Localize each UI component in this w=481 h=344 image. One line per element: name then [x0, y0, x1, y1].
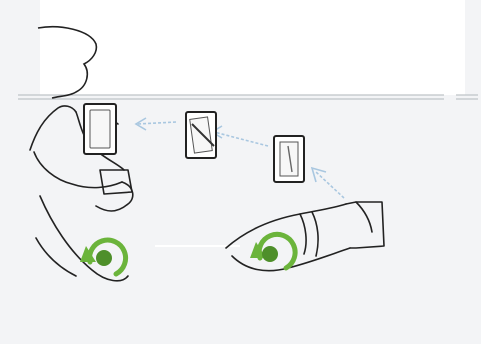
left-hand-icon: [30, 106, 133, 281]
background-figure-outline: [38, 27, 96, 98]
phone-icon: [274, 136, 304, 182]
phone-icon: [84, 104, 116, 154]
right-hand-icon: [226, 202, 384, 271]
phone-icon: [186, 112, 216, 158]
rotate-icon: [250, 234, 295, 268]
rotate-icon: [80, 240, 126, 274]
swipe-arrow-icon: [136, 118, 344, 198]
